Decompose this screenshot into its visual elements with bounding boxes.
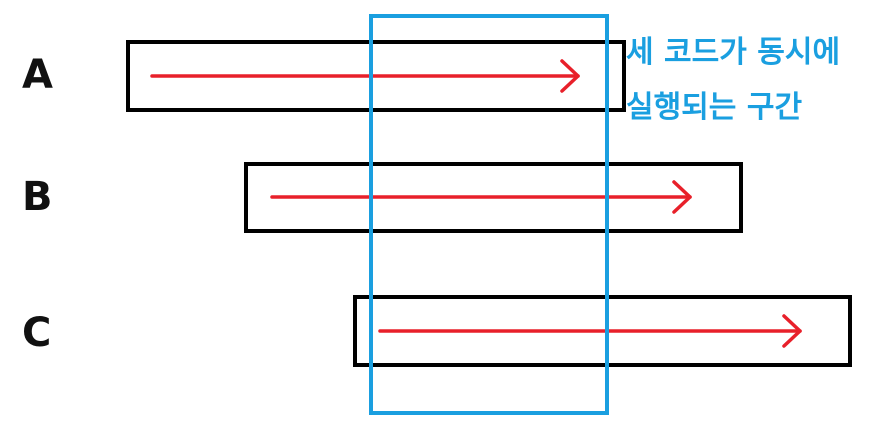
row-label-c: C	[22, 310, 51, 356]
execution-box-a	[126, 40, 626, 112]
execution-box-c	[353, 295, 852, 367]
execution-arrow-c	[378, 314, 802, 348]
row-a: A	[22, 40, 626, 112]
row-label-b: B	[22, 174, 53, 220]
overlap-caption-line1: 세 코드가 동시에	[626, 35, 840, 70]
execution-arrow-a	[150, 59, 580, 93]
execution-arrow-b	[270, 180, 692, 214]
row-c: C	[22, 295, 852, 367]
overlap-region-box	[369, 14, 609, 415]
overlap-caption-line2: 실행되는 구간	[626, 90, 802, 125]
execution-box-b	[244, 162, 743, 233]
row-b: B	[22, 162, 743, 233]
row-label-a: A	[22, 52, 53, 98]
